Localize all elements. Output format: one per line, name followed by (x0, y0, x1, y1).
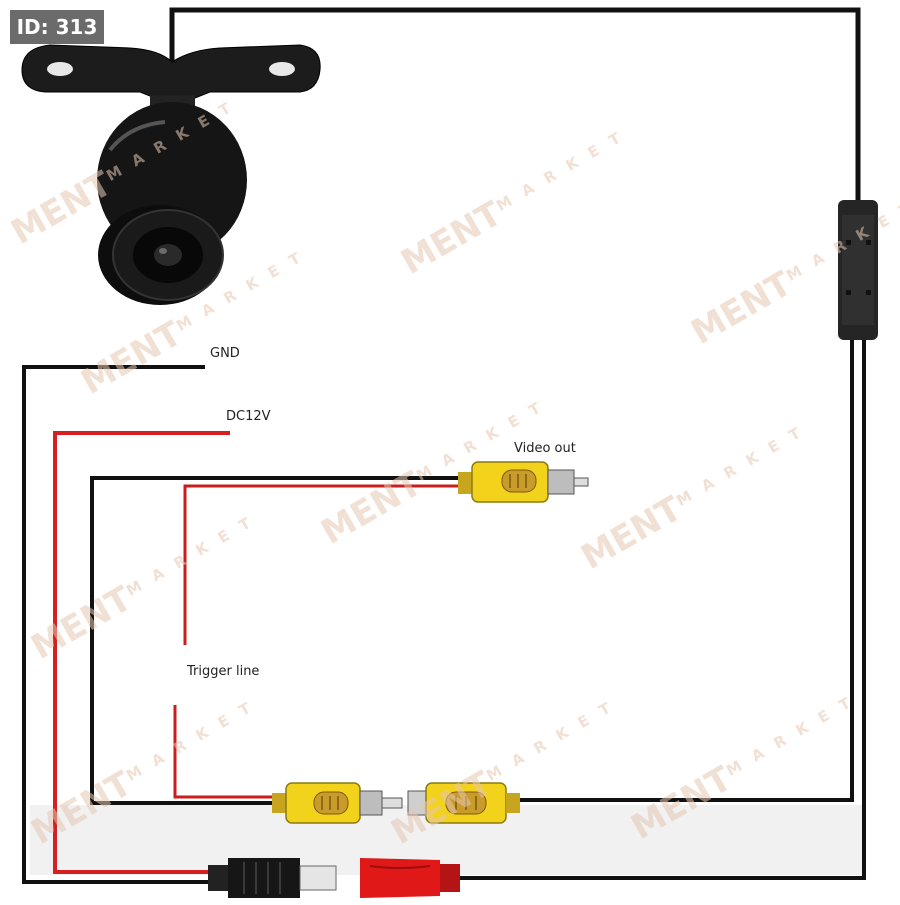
trigger-red-wire-top (185, 486, 458, 645)
video-out-black-wire (92, 478, 458, 803)
watermark-sub: MARKET (123, 507, 266, 600)
watermark-sub: MARKET (493, 122, 636, 215)
camera-cable (172, 10, 858, 205)
dc-female-socket (360, 858, 460, 898)
video-out-rca-connector (458, 462, 588, 502)
watermark-sub: MARKET (723, 687, 866, 780)
watermark-brand: MENT (395, 193, 510, 282)
watermark-sub: MARKET (123, 692, 266, 785)
watermark-brand: MENT (75, 313, 190, 402)
watermark-sub: MARKET (483, 692, 626, 785)
video-out-label: Video out (514, 441, 576, 456)
gnd-label: GND (210, 346, 240, 361)
dc12v-label: DC12V (226, 409, 271, 424)
watermark-brand: MENT (25, 578, 140, 667)
trigger-line-label: Trigger line (186, 664, 259, 679)
watermark-sub: MARKET (673, 417, 816, 510)
watermark-brand: MENT (685, 263, 800, 352)
watermark-brand: MENT (575, 488, 690, 577)
id-badge: ID: 313 (10, 10, 104, 44)
